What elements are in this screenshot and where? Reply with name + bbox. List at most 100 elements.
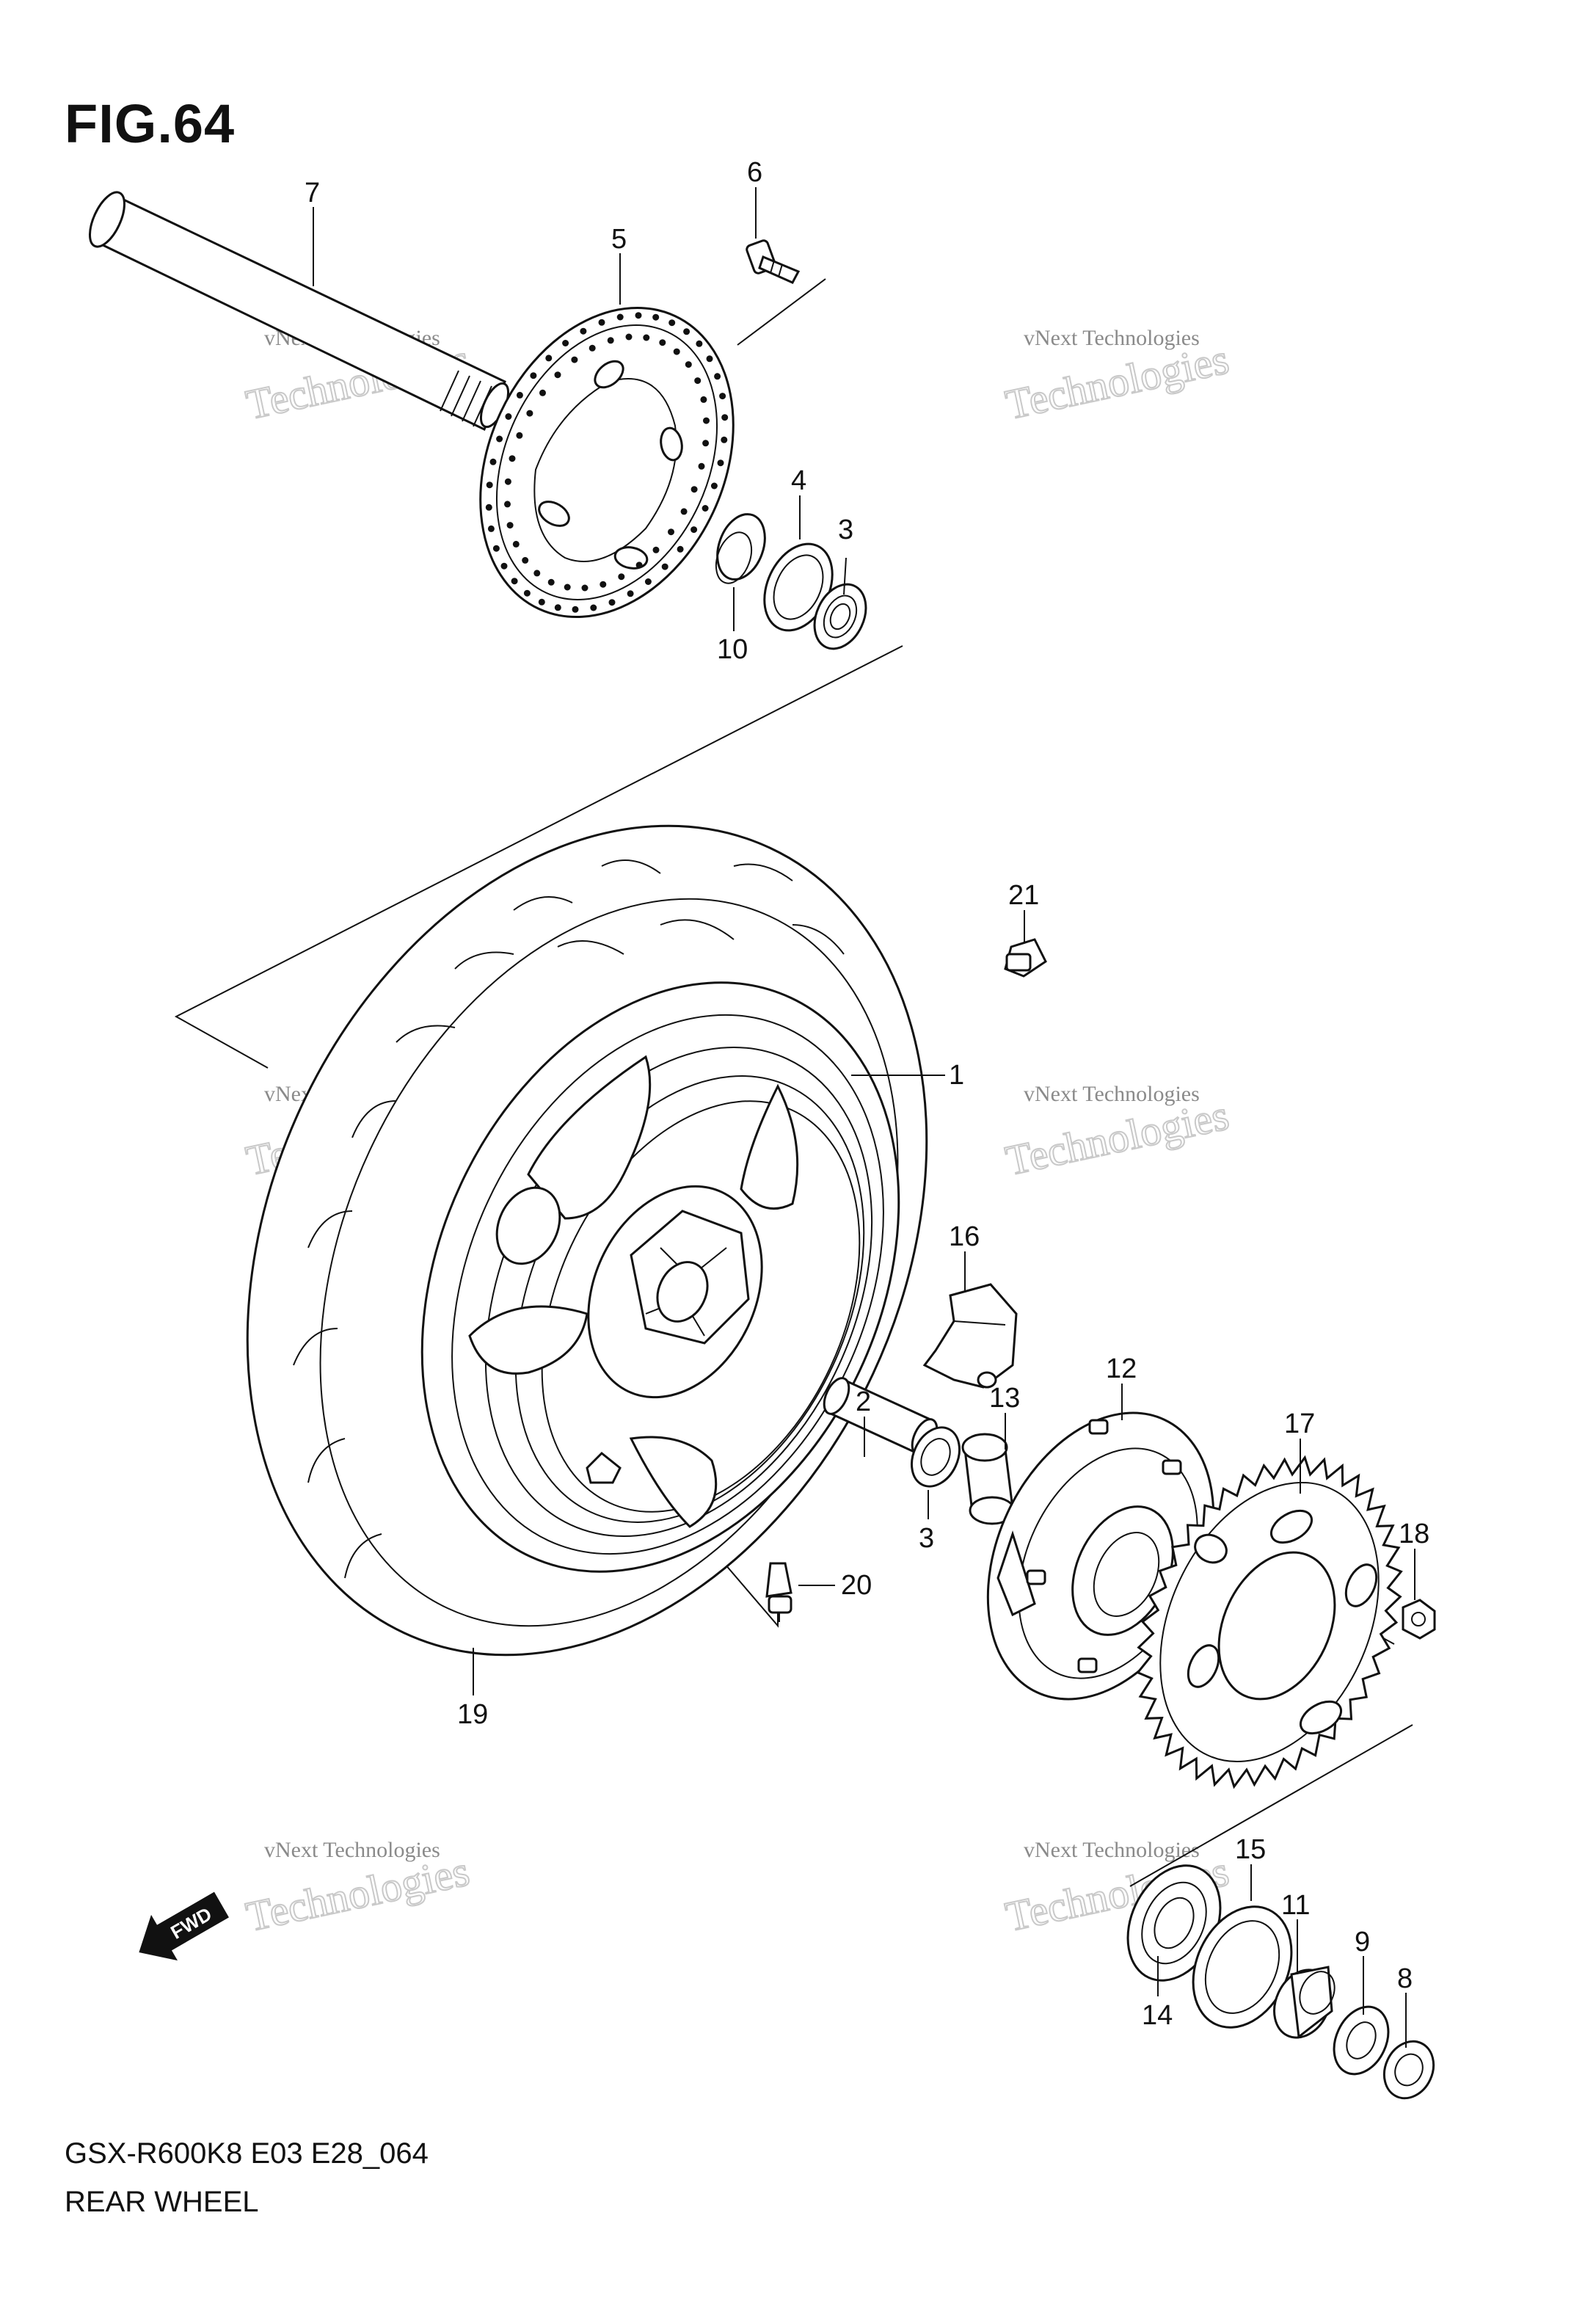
disc-hole <box>496 435 503 443</box>
disc-hole <box>719 393 726 400</box>
disc-hole <box>545 355 553 362</box>
collar-icon <box>1273 1966 1336 2039</box>
disc-hole <box>504 478 511 485</box>
watermark-text: vNext Technologies <box>1024 1838 1200 1862</box>
disc-hole <box>702 505 709 512</box>
callout-4: 4 <box>791 465 806 496</box>
callout-13: 13 <box>989 1383 1020 1414</box>
disc-hole <box>635 561 643 569</box>
brake-disc-icon <box>479 306 735 619</box>
callout-17: 17 <box>1284 1408 1315 1439</box>
disc-hole <box>489 458 497 465</box>
disc-hole <box>487 525 495 532</box>
disc-hole <box>554 604 561 611</box>
watermark-text: vNext Technologies <box>264 1838 440 1862</box>
disc-hole <box>571 356 578 363</box>
disc-hole <box>512 540 520 548</box>
caliper-bracket-icon <box>922 1283 1018 1389</box>
callout-10: 10 <box>717 634 748 665</box>
disc-hole <box>644 578 652 585</box>
disc-hole <box>538 598 545 606</box>
callout-21: 21 <box>1008 880 1039 911</box>
disc-hole <box>698 462 705 470</box>
disc-hole <box>590 604 597 611</box>
disc-hole <box>721 436 728 443</box>
disc-hole <box>547 578 555 586</box>
disc-hole <box>598 319 605 326</box>
disc-hole <box>694 377 702 385</box>
disc-hole <box>702 440 710 447</box>
collar-icon <box>961 1433 1016 1525</box>
disc-hole <box>554 371 561 379</box>
disc-hole <box>677 545 684 553</box>
callout-14: 14 <box>1142 2000 1173 2031</box>
disc-hole <box>680 508 688 515</box>
watermark-text: vNext Technologies <box>1024 326 1200 350</box>
disc-hole <box>607 337 614 344</box>
disc-hole <box>485 504 492 511</box>
disc-hole <box>717 459 724 467</box>
disc-hole <box>539 389 546 396</box>
callout-20: 20 <box>841 1570 872 1601</box>
disc-hole <box>600 581 607 588</box>
callout-19: 19 <box>457 1699 488 1730</box>
disc-hole <box>696 340 703 347</box>
fwd-arrow-icon: FWD <box>139 1891 229 1961</box>
disc-hole <box>703 417 710 424</box>
sprocket-icon <box>1136 1455 1403 1789</box>
disc-bolt-icon <box>746 239 801 284</box>
disc-hole <box>635 312 642 319</box>
disc-hole <box>661 563 668 570</box>
disc-hole <box>710 482 718 490</box>
disc-hole <box>608 599 616 606</box>
callout-3: 3 <box>838 515 853 545</box>
diagram-code: GSX-R600K8 E03 E28_064 <box>65 2137 429 2170</box>
disc-hole <box>618 573 625 581</box>
disc-hole <box>523 589 531 597</box>
disc-hole <box>562 340 569 346</box>
callout-11: 11 <box>1281 1890 1310 1921</box>
callout-8: 8 <box>1397 1963 1413 1994</box>
disc-hole <box>509 455 516 462</box>
disc-hole <box>685 361 692 368</box>
disc-hole <box>589 344 596 352</box>
callout-labels: 1 2 3 3 4 5 6 7 8 9 10 11 12 13 14 15 16… <box>305 157 1429 2031</box>
disc-hole <box>714 373 721 380</box>
disc-hole <box>533 570 541 577</box>
disc-hole <box>668 528 674 536</box>
balancer-weight-icon <box>1004 938 1047 978</box>
disc-hole <box>625 333 633 341</box>
callout-5: 5 <box>611 224 627 255</box>
callout-2: 2 <box>856 1386 871 1417</box>
disc-hole <box>627 590 634 597</box>
bearing-icon <box>813 583 867 650</box>
axle-icon <box>89 191 510 432</box>
disc-hole <box>706 355 713 363</box>
disc-hole <box>506 522 514 529</box>
disc-hole <box>564 584 571 591</box>
callout-15: 15 <box>1235 1834 1266 1865</box>
watermark-text: vNext Technologies <box>1024 1082 1200 1106</box>
disc-hole <box>522 556 529 564</box>
callout-3: 3 <box>919 1523 934 1554</box>
disc-hole <box>690 486 698 493</box>
leader-lines <box>313 187 1415 2048</box>
wheel-icon <box>420 981 900 1573</box>
disc-hole <box>668 319 676 327</box>
callout-18: 18 <box>1399 1519 1429 1549</box>
callout-1: 1 <box>949 1060 964 1091</box>
disc-hole <box>516 432 523 439</box>
disc-hole <box>652 313 660 321</box>
valve-icon <box>765 1562 792 1622</box>
disc-hole <box>492 545 500 552</box>
oil-seal-icon <box>763 542 834 632</box>
disc-hole <box>516 391 523 399</box>
callout-16: 16 <box>949 1221 980 1252</box>
nut-icon <box>1402 1599 1436 1640</box>
callout-12: 12 <box>1106 1353 1137 1384</box>
callout-6: 6 <box>747 157 762 188</box>
disc-hole <box>673 348 680 355</box>
disc-hole <box>526 410 533 417</box>
